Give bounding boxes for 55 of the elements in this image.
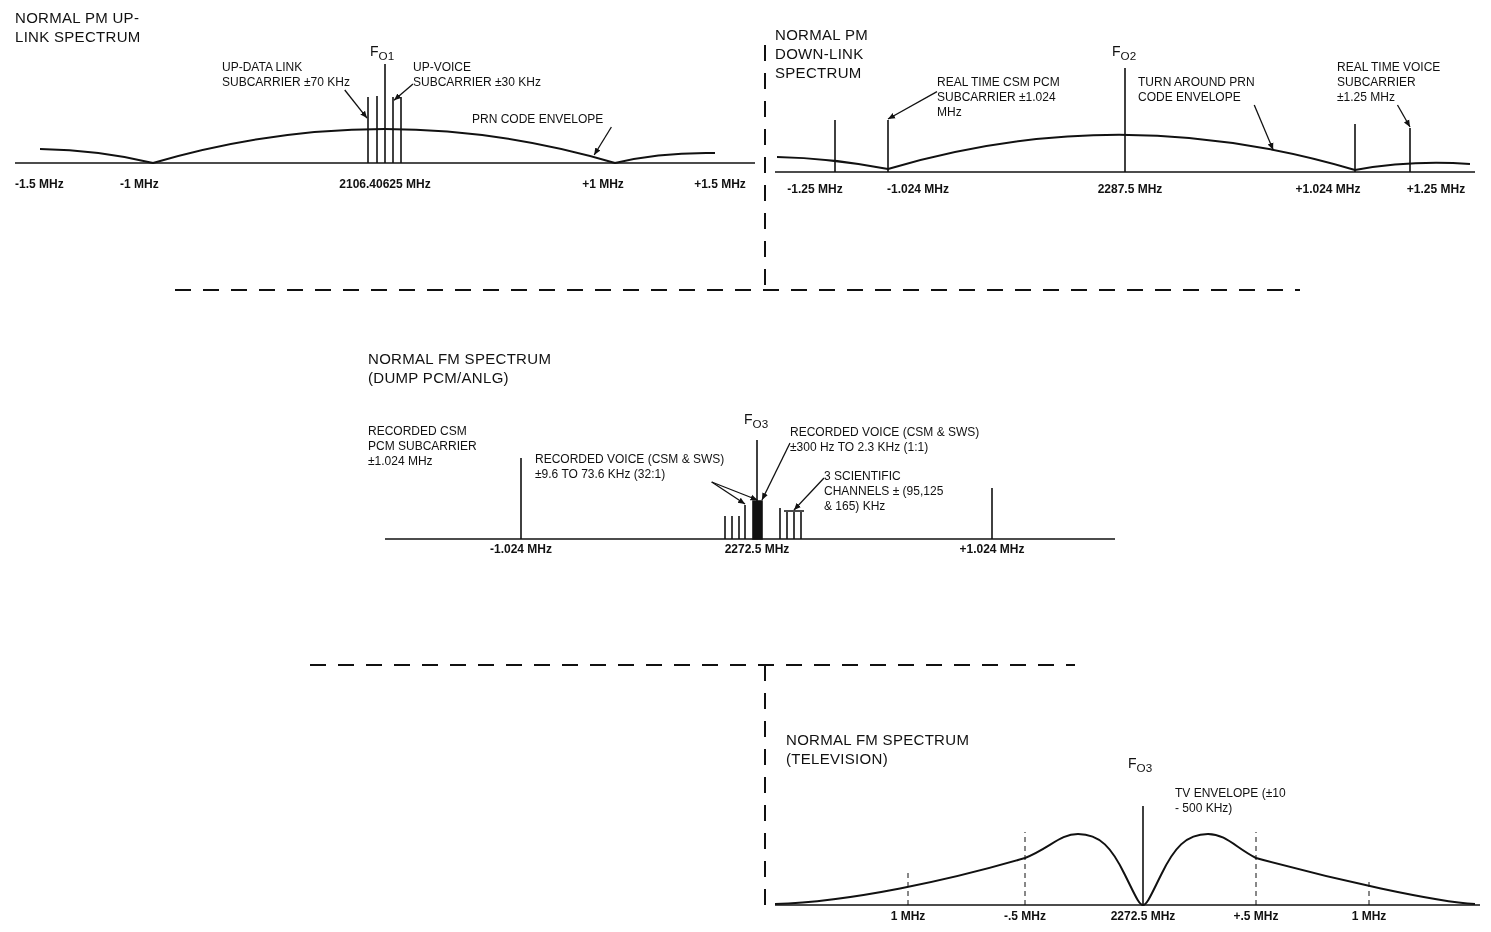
annotation-text: RECORDED CSM PCM SUBCARRIER ±1.024 MHz: [368, 424, 478, 469]
callout-text: TURN AROUND PRN CODE ENVELOPE: [1138, 75, 1256, 105]
tick-label: 2272.5 MHz: [1110, 909, 1176, 924]
carrier-frequency-label: F$_{O3}$: [744, 412, 769, 431]
panel-title: NORMAL FM SPECTRUM (DUMP PCM/ANLG): [368, 349, 553, 387]
callout-text: PRN CODE ENVELOPE: [472, 112, 605, 127]
panel-title: NORMAL FM SPECTRUM (TELEVISION): [786, 730, 971, 768]
carrier-frequency-label: F$_{O2}$: [1112, 44, 1137, 63]
callout-text: UP-VOICE SUBCARRIER ±30 KHz: [413, 60, 542, 90]
tick-label: -.5 MHz: [1004, 909, 1046, 924]
leader-line: [711, 481, 759, 501]
leader-line: [887, 91, 938, 120]
leader-line: [593, 126, 613, 156]
tick-label: +1.5 MHz: [694, 177, 746, 192]
tick-label: -1.024 MHz: [490, 542, 552, 557]
channel-bracket: [783, 510, 805, 540]
leader-line: [761, 442, 791, 501]
tick-label: 2272.5 MHz: [724, 542, 790, 557]
tick-label: 1 MHz: [1351, 909, 1387, 924]
tick-label: 2287.5 MHz: [1097, 182, 1163, 197]
leader-line: [1396, 104, 1411, 128]
panel-title: NORMAL PM UP-LINK SPECTRUM: [15, 8, 142, 46]
carrier-frequency-label: F$_{O3}$: [1128, 756, 1153, 775]
tick-label: +1 MHz: [582, 177, 624, 192]
tick-label: -1.5 MHz: [15, 177, 64, 192]
tick-label: +1.25 MHz: [1406, 182, 1466, 197]
tick-label: -1.25 MHz: [787, 182, 843, 197]
tick-label: 1 MHz: [890, 909, 926, 924]
leader-line: [793, 477, 825, 511]
tick-label: +1.024 MHz: [959, 542, 1025, 557]
spectral-line: [744, 504, 746, 540]
callout-text: REAL TIME CSM PCM SUBCARRIER ±1.024 MHz: [937, 75, 1060, 120]
panel-title: NORMAL PM DOWN-LINK SPECTRUM: [775, 25, 869, 82]
callout-text: RECORDED VOICE (CSM & SWS) ±300 Hz TO 2.3 KHz (1:1): [790, 425, 980, 455]
tick-label: -1 MHz: [120, 177, 159, 192]
tick-label: +1.024 MHz: [1295, 182, 1361, 197]
tick-label: -1.024 MHz: [887, 182, 949, 197]
leader-line: [393, 83, 414, 101]
leader-line: [711, 481, 746, 505]
leader-line: [1253, 104, 1274, 151]
callout-text: UP-DATA LINK SUBCARRIER ±70 KHz: [222, 60, 351, 90]
leader-line: [344, 89, 368, 119]
callout-text: 3 SCIENTIFIC CHANNELS ± (95,125 & 165) KHz: [824, 469, 945, 514]
spectral-line: [887, 119, 889, 173]
annotation-text: TV ENVELOPE (±10 - 500 KHz): [1175, 786, 1287, 816]
spectral-line: [392, 96, 394, 164]
callout-text: RECORDED VOICE (CSM & SWS) ±9.6 TO 73.6 KHz (32:1): [535, 452, 725, 482]
callout-text: REAL TIME VOICE SUBCARRIER ±1.25 MHz: [1337, 60, 1442, 105]
spectral-line: [1409, 127, 1411, 173]
spectral-line: [367, 96, 369, 164]
envelope-curve: [39, 128, 716, 164]
carrier-frequency-label: F$_{O1}$: [370, 44, 395, 63]
envelope-curve: [776, 133, 1471, 171]
tick-label: +.5 MHz: [1233, 909, 1279, 924]
tick-label: 2106.40625 MHz: [339, 177, 431, 192]
